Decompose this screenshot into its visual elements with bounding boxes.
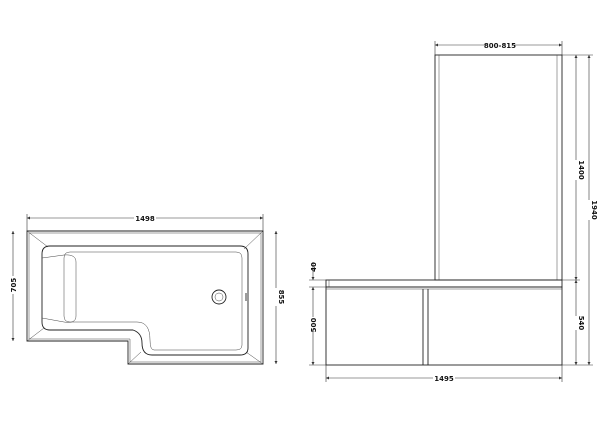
front-view: 800-815 1400 540 1940 40 500 1495 xyxy=(308,40,598,383)
waste-outlet-inner xyxy=(214,292,224,302)
label-rim: 40 xyxy=(310,262,318,272)
label-front-length: 1495 xyxy=(434,375,454,383)
basin-floor xyxy=(63,251,243,351)
basin-outline xyxy=(41,245,249,356)
corner-lines xyxy=(26,230,264,365)
bath-rim xyxy=(325,279,563,288)
label-screen-height: 1400 xyxy=(577,160,585,180)
label-screen-width: 800-815 xyxy=(484,42,516,50)
label-bath-height: 540 xyxy=(577,316,585,331)
plan-view: 1498 705 855 xyxy=(8,213,285,365)
label-overall-height: 1940 xyxy=(590,200,598,220)
waste-outlet xyxy=(211,289,227,305)
label-wide-width: 855 xyxy=(277,290,285,305)
label-narrow-width: 705 xyxy=(10,278,18,293)
bath-outline xyxy=(26,230,264,365)
headrest xyxy=(41,254,77,323)
label-panel-height: 500 xyxy=(310,318,318,333)
shower-screen xyxy=(434,54,563,281)
label-length: 1498 xyxy=(135,215,155,223)
bath-panel xyxy=(325,286,563,366)
